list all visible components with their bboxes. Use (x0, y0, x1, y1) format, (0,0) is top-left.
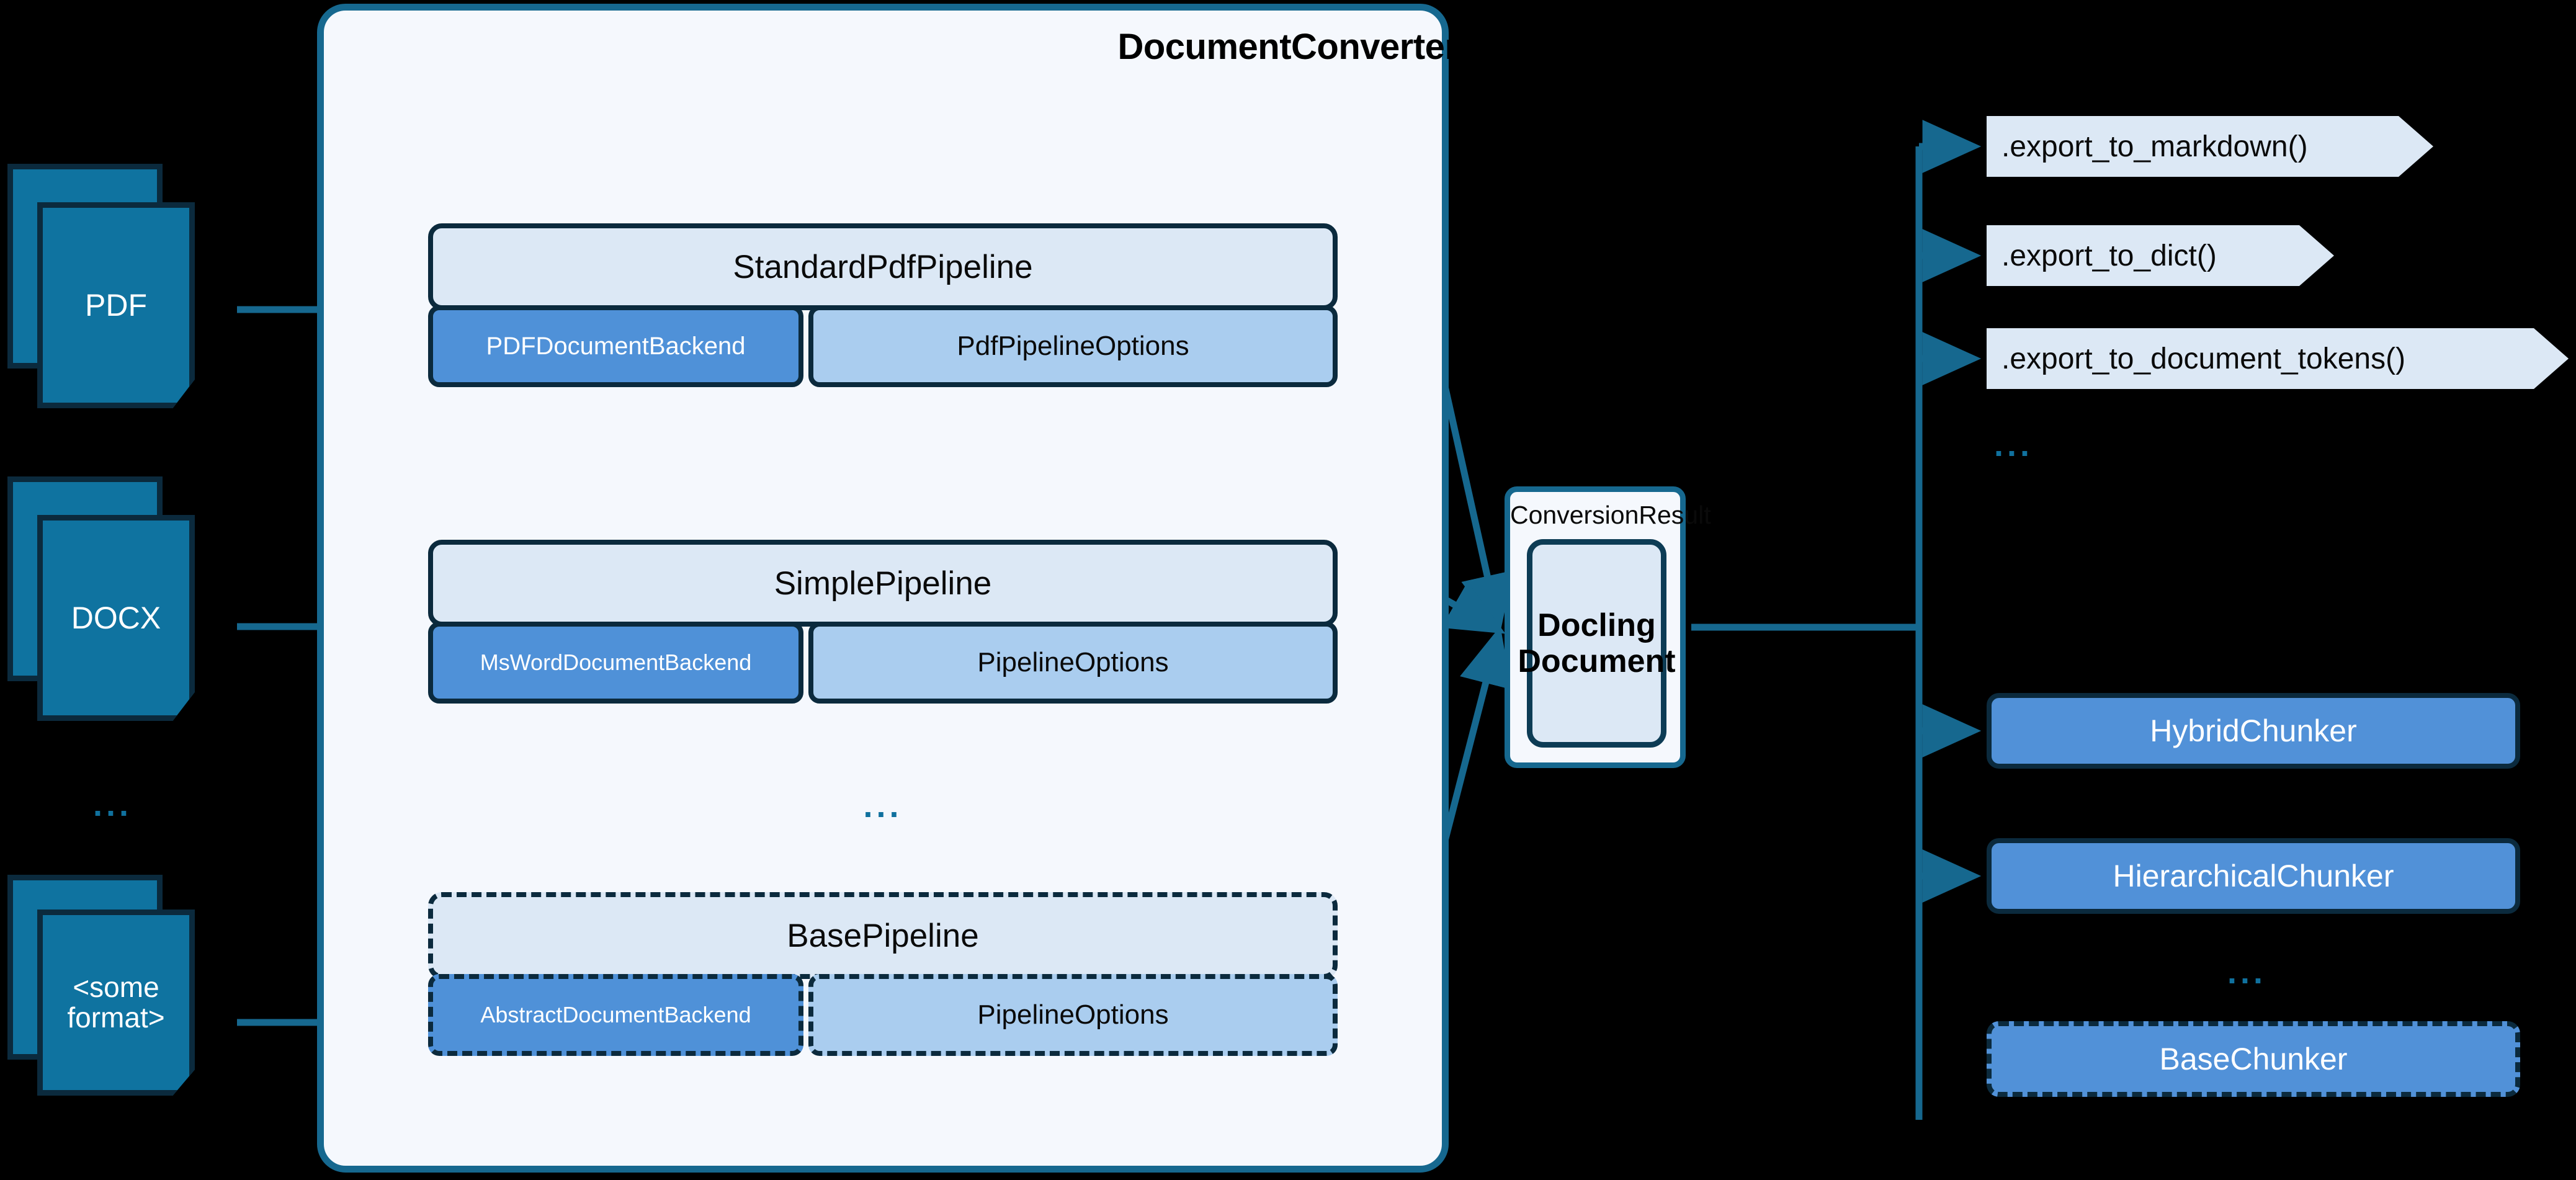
pipelines-ellipsis: ... (863, 787, 903, 825)
input-doc-label-line1: <some (73, 971, 159, 1004)
chunker-base[interactable]: BaseChunker (1987, 1021, 2520, 1097)
export-label: .export_to_document_tokens() (2001, 342, 2406, 375)
pipeline-simple[interactable]: SimplePipeline MsWordDocumentBackend Pip… (428, 540, 1338, 704)
chunker-hybrid[interactable]: HybridChunker (1987, 693, 2520, 769)
conversion-result-box[interactable]: ConversionResult Docling Document (1505, 486, 1711, 768)
inputs-ellipsis: ... (93, 786, 133, 823)
export-label: .export_to_markdown() (2001, 130, 2308, 163)
chunkers-ellipsis: ... (2227, 954, 2267, 991)
file-stack-front-sheet: DOCX (37, 515, 195, 721)
pipeline-base[interactable]: BasePipeline AbstractDocumentBackend Pip… (428, 892, 1338, 1056)
pipeline-backend[interactable]: AbstractDocumentBackend (428, 974, 803, 1056)
pipeline-standard-pdf[interactable]: StandardPdfPipeline PDFDocumentBackend P… (428, 223, 1338, 387)
pipeline-options[interactable]: PipelineOptions (808, 974, 1338, 1056)
docling-document-box[interactable]: Docling Document (1518, 539, 1676, 748)
export-to-document-tokens-shape[interactable]: .export_to_document_tokens() (1987, 328, 2569, 389)
page-title: DocumentConverter (1117, 27, 1459, 67)
pipeline-name: SimplePipeline (428, 540, 1338, 627)
export-to-markdown-shape[interactable]: .export_to_markdown() (1987, 116, 2433, 177)
chunker-label: HybridChunker (2150, 713, 2357, 748)
docling-document-line1: Docling (1537, 607, 1656, 643)
file-stack-front-sheet: PDF (37, 202, 195, 408)
chunker-hierarchical[interactable]: HierarchicalChunker (1987, 838, 2520, 914)
export-label: .export_to_dict() (2001, 239, 2217, 272)
pipeline-name: BasePipeline (428, 892, 1338, 979)
chunker-label: HierarchicalChunker (2113, 859, 2394, 893)
file-stack-front-sheet: <some format> (37, 910, 195, 1096)
export-to-dict-shape[interactable]: .export_to_dict() (1987, 225, 2334, 286)
input-doc-label: PDF (85, 287, 147, 323)
pipeline-name: StandardPdfPipeline (428, 223, 1338, 310)
conversion-result-label: ConversionResult (1510, 501, 1711, 529)
pipeline-options[interactable]: PipelineOptions (808, 622, 1338, 704)
input-doc-other-format[interactable]: <some format> (7, 875, 238, 1119)
chunker-label: BaseChunker (2159, 1042, 2348, 1076)
exports-ellipsis: ... (1994, 426, 2034, 463)
input-doc-pdf[interactable]: PDF (7, 164, 238, 408)
pipeline-options[interactable]: PdfPipelineOptions (808, 305, 1338, 387)
pipeline-backend[interactable]: MsWordDocumentBackend (428, 622, 803, 704)
input-doc-docx[interactable]: DOCX (7, 476, 238, 721)
pipeline-backend[interactable]: PDFDocumentBackend (428, 305, 803, 387)
docling-document-line2: Document (1518, 643, 1676, 679)
input-doc-label-line2: format> (67, 1001, 165, 1034)
input-doc-label: DOCX (71, 600, 161, 635)
